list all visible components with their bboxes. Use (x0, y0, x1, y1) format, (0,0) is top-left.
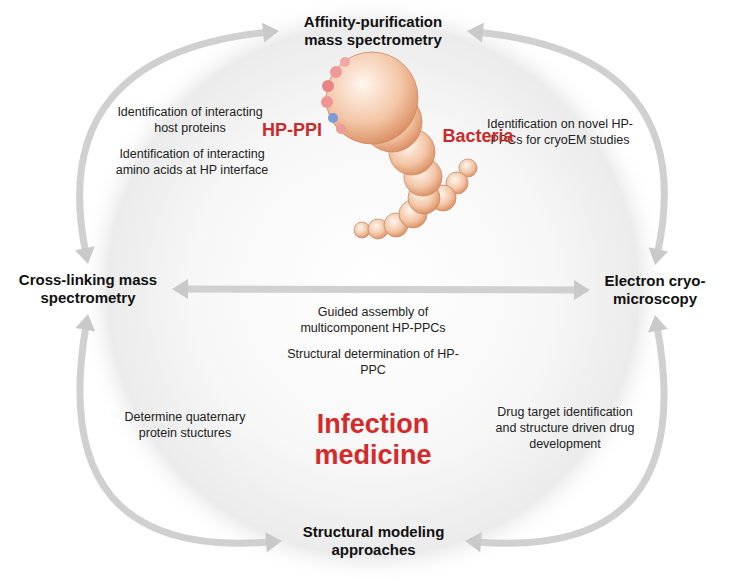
arrowhead (467, 23, 484, 43)
illustration-label: HP-PPI (252, 122, 332, 138)
arrowhead (265, 532, 282, 552)
background-circle (78, 0, 668, 579)
illustration-label: Bacteria (433, 128, 523, 144)
arrowhead (465, 532, 482, 552)
method-name: Electron cryo-microscopy (599, 272, 711, 308)
arrowhead (262, 23, 279, 43)
method-label: Electron cryo-microscopy (595, 270, 715, 310)
method-name: Affinity-purification mass spectrometry (288, 13, 458, 49)
cycle-arrow (80, 326, 270, 543)
arrowhead (75, 314, 95, 331)
central-title: Infection medicine (273, 409, 473, 471)
cycle-arrow (477, 327, 664, 543)
method-label: Affinity-purification mass spectrometry (284, 11, 462, 51)
cycle-arrow (80, 32, 267, 252)
arrowhead (649, 247, 669, 265)
relation-note: Identification of interacting amino acid… (112, 146, 272, 178)
interaction-dots (321, 57, 350, 134)
relation-note: Guided assembly of multicomponent HP-PPC… (283, 304, 463, 336)
method-label: Structural modeling approaches (287, 521, 460, 561)
relation-note: Identification of interacting host prote… (115, 104, 265, 136)
method-label: Cross-linking mass spectrometry (9, 269, 167, 309)
arrowhead (648, 315, 668, 333)
relation-note: Structural determination of HP-PPC (283, 346, 463, 378)
arrowhead (75, 246, 95, 264)
method-name: Structural modeling approaches (291, 523, 456, 559)
relation-note: Drug target identification and structure… (490, 404, 640, 452)
relation-note: Determine quaternary protein stuctures (115, 409, 255, 441)
bacteria-illustration (321, 52, 477, 239)
arrowhead (574, 280, 590, 300)
method-name: Cross-linking mass spectrometry (13, 271, 163, 307)
arrowhead (172, 279, 188, 299)
cycle-arrow (184, 286, 578, 294)
